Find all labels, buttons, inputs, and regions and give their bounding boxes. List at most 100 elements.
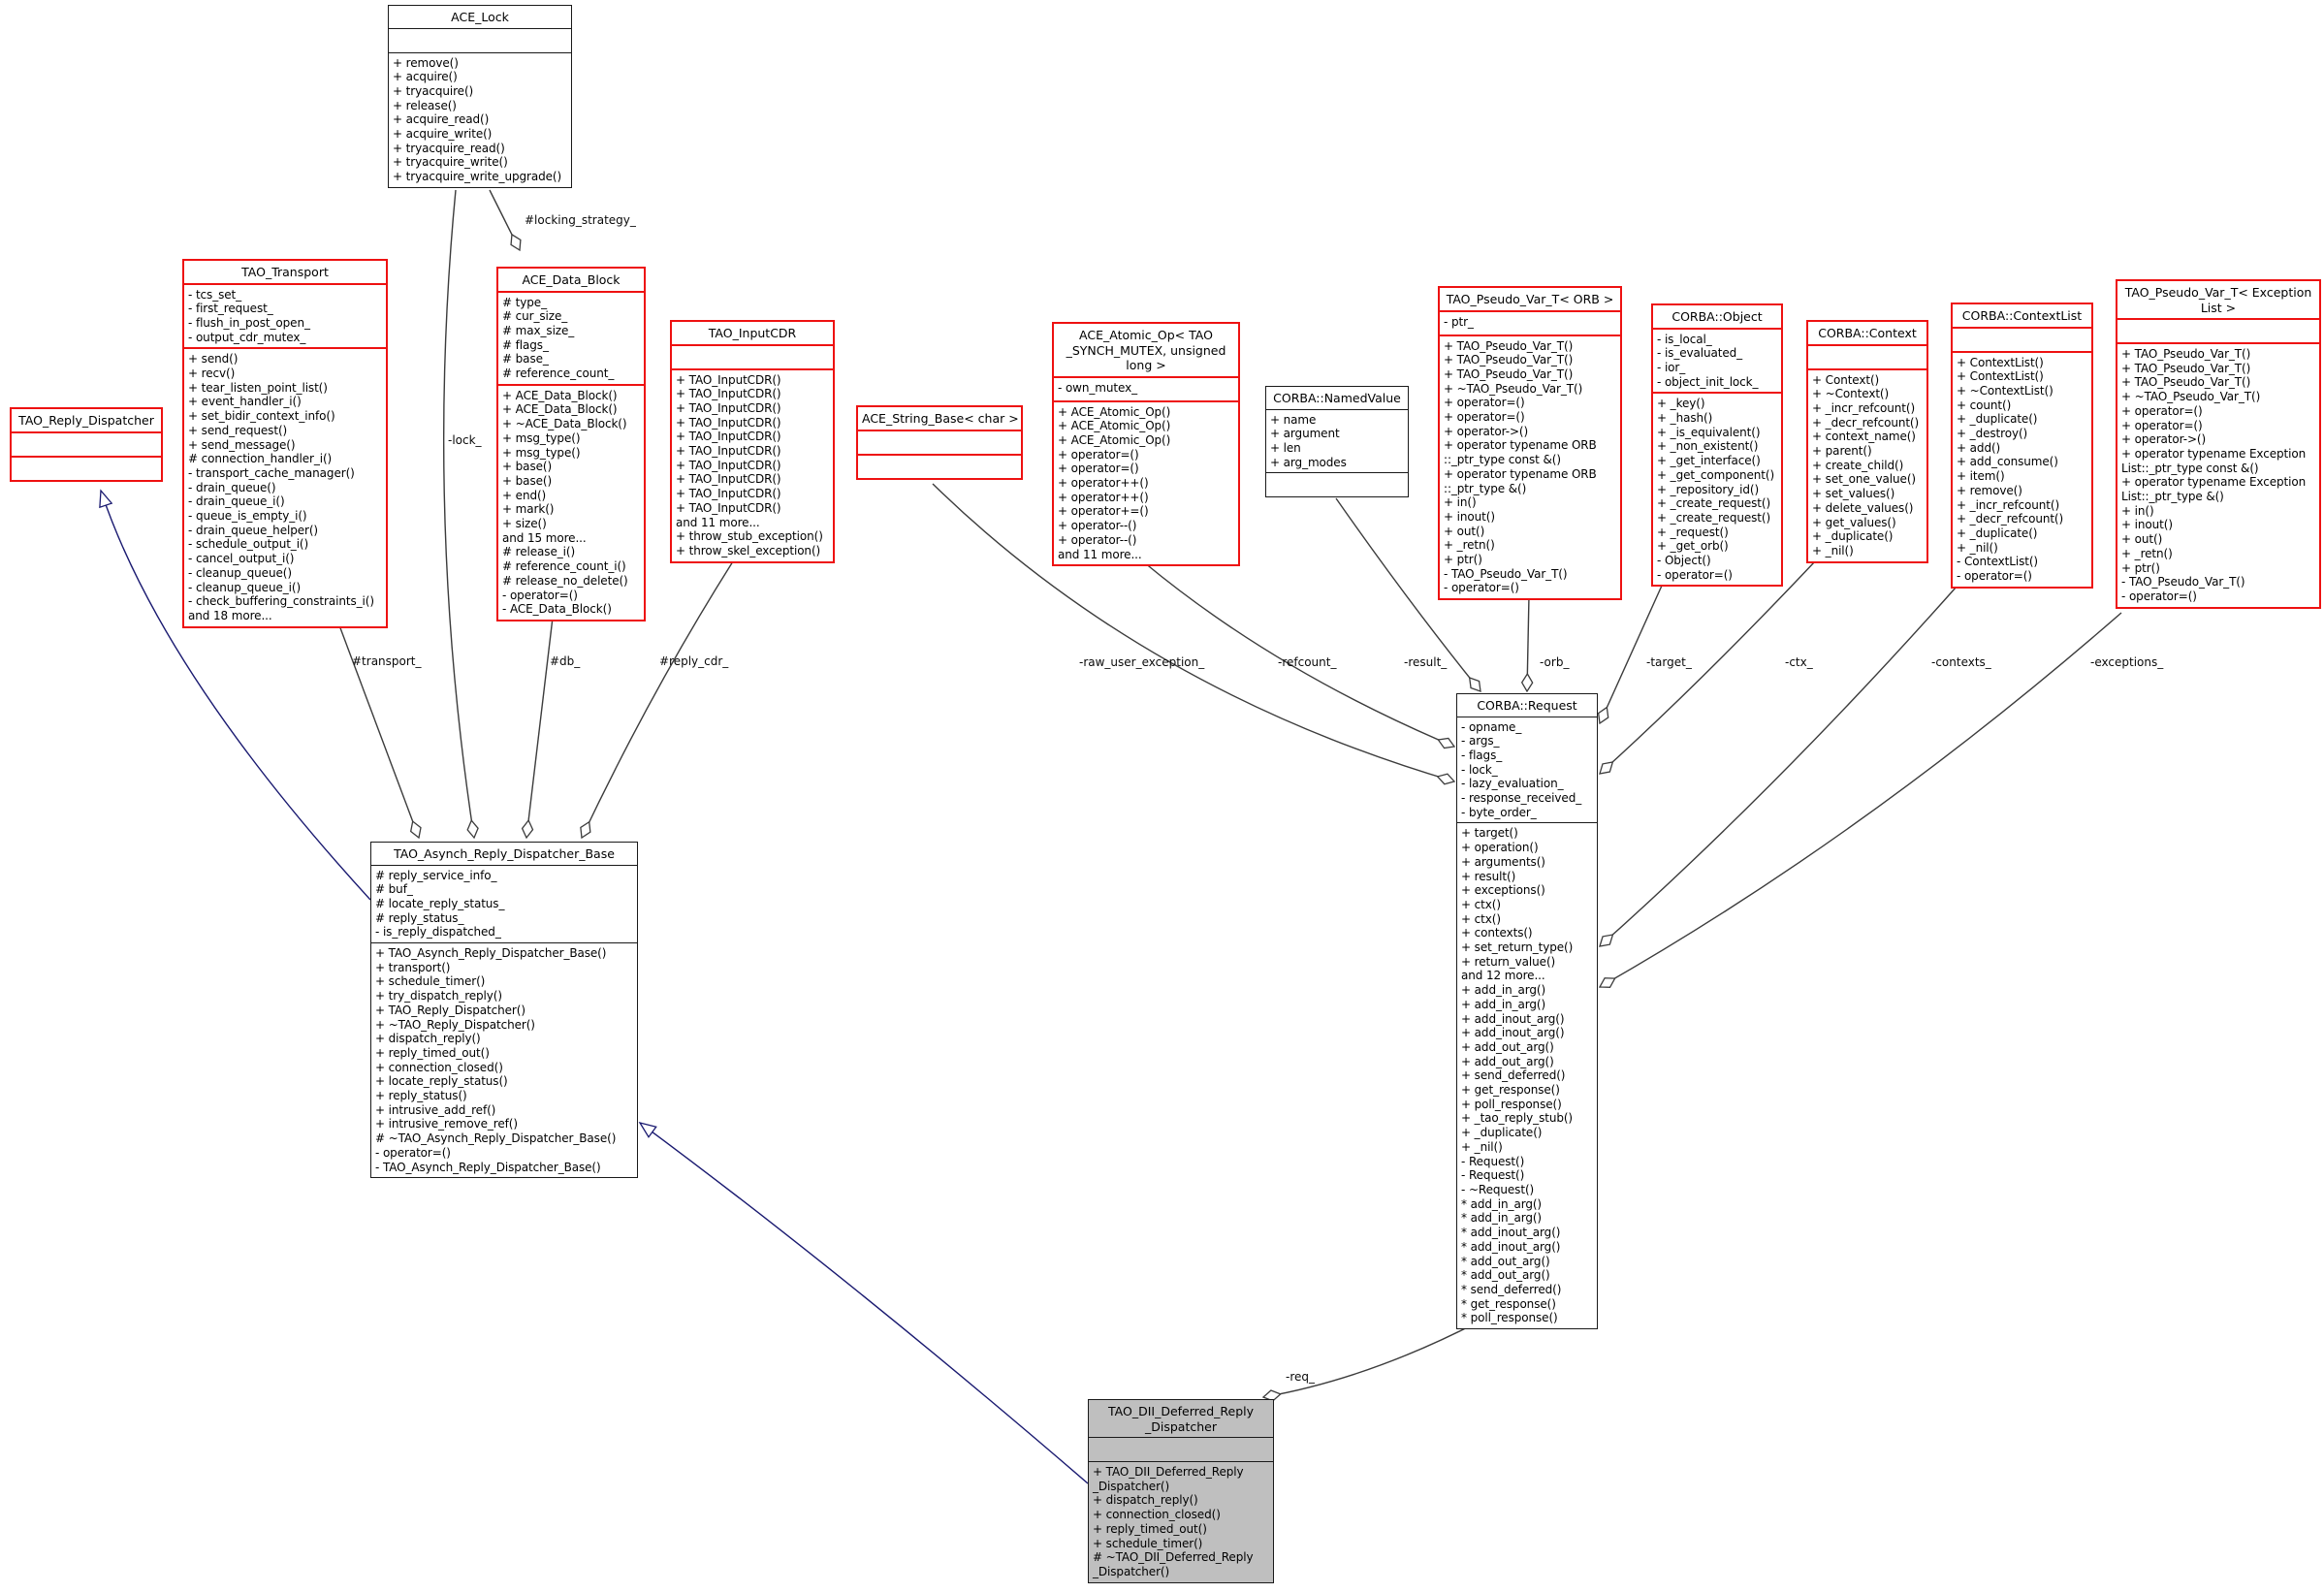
member: - operator=()	[502, 588, 578, 602]
class-tao_dii_deferred_reply_dispatcher[interactable]: TAO_DII_Deferred_Reply_Dispatcher+ TAO_D…	[1088, 1399, 1274, 1583]
class-corba_context[interactable]: CORBA::Context+ Context()+ ~Context()+ _…	[1806, 320, 1928, 563]
member: # cur_size_	[502, 309, 568, 324]
class-title-line: List >	[2200, 300, 2237, 315]
member: + end()	[502, 488, 547, 502]
member: + operator++()	[1058, 476, 1149, 491]
member: + reply_timed_out()	[1093, 1521, 1207, 1536]
class-corba_namedvalue[interactable]: CORBA::NamedValue+ name+ argument+ len+ …	[1265, 386, 1409, 498]
aggregation-diamond	[1437, 737, 1456, 749]
edge-gen_reply_dispatcher	[100, 490, 371, 901]
member: + ~TAO_Pseudo_Var_T()	[1444, 381, 1583, 396]
member: + _is_equivalent()	[1657, 425, 1761, 439]
class-title-line: TAO_Pseudo_Var_T< ORB >	[1446, 292, 1614, 306]
class-title-line: CORBA::Request	[1477, 698, 1577, 713]
member: + ContextList()	[1957, 355, 2044, 369]
class-corba_contextlist[interactable]: CORBA::ContextList+ ContextList()+ Conte…	[1951, 303, 2093, 589]
class-ace_atomic_op[interactable]: ACE_Atomic_Op< TAO_SYNCH_MUTEX, unsigned…	[1052, 322, 1240, 567]
operations-section: + ACE_Data_Block()+ ACE_Data_Block()+ ~A…	[498, 383, 644, 620]
member: + tryacquire()	[393, 83, 474, 98]
member: # reply_service_info_	[375, 868, 497, 882]
class-corba_request[interactable]: CORBA::Request- opname_- args_- flags_- …	[1456, 693, 1598, 1330]
member: + release()	[393, 98, 457, 112]
member: + TAO_Asynch_Reply_Dispatcher_Base()	[375, 946, 607, 961]
member: + ptr()	[1444, 553, 1482, 567]
member: + _decr_refcount()	[1812, 415, 1920, 430]
aggregation-diamond	[580, 820, 591, 840]
member: * add_inout_arg()	[1461, 1239, 1561, 1254]
member: * add_in_arg()	[1461, 1196, 1542, 1211]
class-title: TAO_Reply_Dispatcher	[12, 409, 161, 431]
class-title-line: TAO_Transport	[241, 265, 329, 279]
member: # type_	[502, 295, 547, 309]
class-title: TAO_DII_Deferred_Reply_Dispatcher	[1089, 1400, 1273, 1437]
class-tao_transport[interactable]: TAO_Transport - tcs_set_- first_request_-…	[182, 259, 388, 628]
member: + acquire()	[393, 70, 458, 84]
class-title: CORBA::Object	[1653, 305, 1781, 328]
member: + base()	[502, 473, 553, 488]
class-tao_reply_dispatcher[interactable]: TAO_Reply_Dispatcher	[10, 407, 163, 482]
class-corba_object[interactable]: CORBA::Object- is_local_- is_evaluated_-…	[1651, 303, 1783, 588]
attributes-section	[672, 343, 833, 368]
member: * send_deferred()	[1461, 1282, 1562, 1296]
member: + _tao_reply_stub()	[1461, 1111, 1574, 1126]
class-title: TAO_Transport	[184, 261, 386, 283]
class-title-line: ACE_Atomic_Op< TAO	[1079, 328, 1213, 342]
member: + count()	[1957, 398, 2012, 412]
member: + operator=()	[1444, 410, 1525, 425]
edge-label-db: #db_	[550, 654, 581, 668]
member: # ~TAO_DII_Deferred_Reply	[1093, 1550, 1254, 1565]
class-tao_pseudo_var_orb[interactable]: TAO_Pseudo_Var_T< ORB >- ptr_+ TAO_Pseud…	[1438, 286, 1622, 601]
member: - check_buffering_constraints_i()	[188, 594, 374, 609]
aggregation-diamond	[1468, 677, 1481, 692]
member: - transport_cache_manager()	[188, 465, 355, 480]
member: - tcs_set_	[188, 287, 242, 302]
class-tao_asynch_reply_dispatcher_base[interactable]: TAO_Asynch_Reply_Dispatcher_Base# reply_…	[370, 842, 638, 1179]
class-tao_inputcdr[interactable]: TAO_InputCDR+ TAO_InputCDR()+ TAO_InputC…	[670, 320, 835, 563]
class-ace_lock[interactable]: ACE_Lock+ remove()+ acquire()+ tryacquir…	[388, 5, 572, 188]
edge-label-ctx: -ctx_	[1785, 655, 1813, 669]
member: + reply_status()	[375, 1089, 467, 1103]
operations-section: + Context()+ ~Context()+ _incr_refcount(…	[1808, 367, 1926, 561]
class-title-line: _SYNCH_MUTEX, unsigned	[1066, 342, 1226, 358]
member: List::_ptr_type const &()	[2121, 461, 2259, 475]
member: + _hash()	[1657, 411, 1713, 426]
edge-raw_user_exception	[932, 483, 1455, 782]
edge-label-lock: -lock_	[448, 433, 482, 447]
member: - is_reply_dispatched_	[375, 925, 501, 940]
member: + ACE_Atomic_Op()	[1058, 432, 1171, 447]
member: + remove()	[393, 55, 459, 70]
member: + throw_skel_exception()	[676, 543, 821, 558]
member: + ~Context()	[1812, 387, 1890, 401]
class-ace_string_base[interactable]: ACE_String_Base< char >	[856, 405, 1023, 480]
member: + msg_type()	[502, 445, 581, 460]
class-title-line: CORBA::Object	[1671, 309, 1763, 324]
operations-section: + send()+ recv()+ tear_listen_point_list…	[184, 347, 386, 625]
member: + size()	[502, 517, 547, 531]
class-title-line: TAO_DII_Deferred_Reply	[1107, 1404, 1255, 1418]
member: + TAO_Reply_Dispatcher()	[375, 1003, 525, 1017]
member: - flags_	[1461, 748, 1503, 762]
class-ace_data_block[interactable]: ACE_Data_Block# type_# cur_size_# max_si…	[496, 267, 646, 621]
attributes-section: - opname_- args_- flags_- lock_- lazy_ev…	[1457, 716, 1597, 823]
member: + poll_response()	[1461, 1097, 1562, 1111]
member: + operator typename ORB	[1444, 466, 1597, 481]
member: - output_cdr_mutex_	[188, 330, 306, 344]
edge-reply_cdr	[581, 560, 734, 839]
attributes-section: - tcs_set_- first_request_- flush_in_pos…	[184, 282, 386, 348]
member: + ctx()	[1461, 911, 1501, 926]
operations-section	[12, 455, 161, 480]
member: + add_in_arg()	[1461, 997, 1546, 1011]
member: + _destroy()	[1957, 427, 2028, 441]
member: - Request()	[1461, 1168, 1525, 1183]
member: + TAO_InputCDR()	[676, 500, 781, 515]
member: * poll_response()	[1461, 1311, 1558, 1325]
aggregation-diamond	[1598, 977, 1616, 988]
member: - TAO_Pseudo_Var_T()	[1444, 566, 1568, 581]
member: _Dispatcher()	[1093, 1479, 1170, 1493]
member: + connection_closed()	[1093, 1508, 1221, 1522]
member: + add_in_arg()	[1461, 983, 1546, 998]
class-title: ACE_String_Base< char >	[858, 407, 1021, 430]
class-title-line: CORBA::ContextList	[1961, 308, 2083, 323]
